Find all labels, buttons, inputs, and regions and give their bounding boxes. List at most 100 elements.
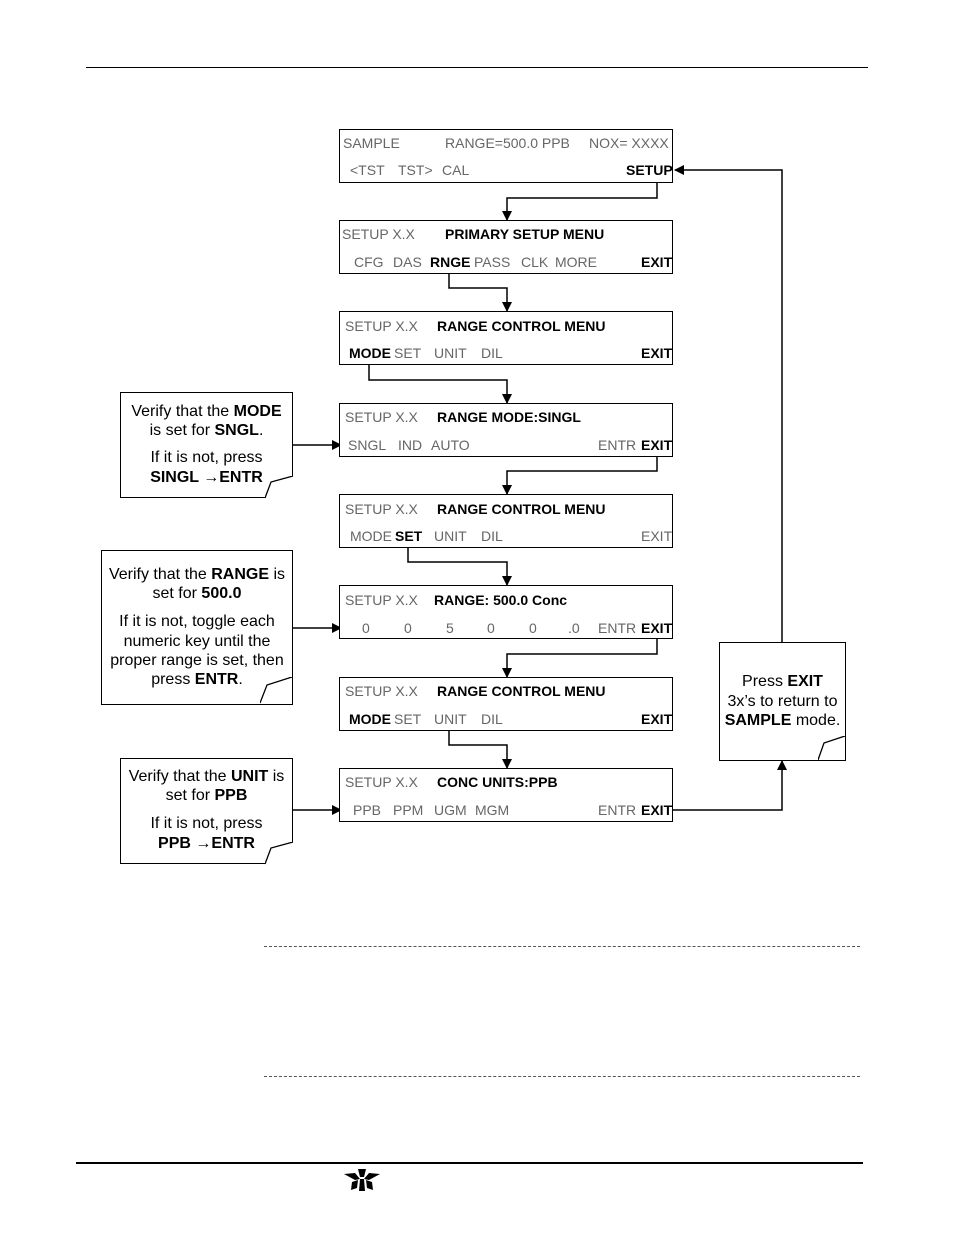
key-dil[interactable]: DIL bbox=[481, 711, 503, 727]
note-text: Press bbox=[742, 673, 788, 690]
key-das[interactable]: DAS bbox=[393, 254, 422, 270]
screen-heading: PRIMARY SETUP MENU bbox=[445, 226, 605, 242]
key-mode[interactable]: MODE bbox=[350, 528, 392, 544]
screen-title: SETUP X.X bbox=[345, 318, 418, 334]
digit-key-2[interactable]: 0 bbox=[404, 620, 412, 636]
note-text: mode. bbox=[791, 712, 841, 729]
key-exit[interactable]: EXIT bbox=[641, 620, 673, 636]
note-keyword: RANGE bbox=[211, 566, 270, 583]
note-keyword: UNIT bbox=[230, 768, 269, 785]
note-text: Verify that the bbox=[128, 768, 231, 785]
key-dil[interactable]: DIL bbox=[481, 345, 503, 361]
display-screen-range-control: SETUP X.X RANGE CONTROL MENU MODE SET UN… bbox=[339, 677, 673, 731]
display-screen-sample: SAMPLE RANGE=500.0 PPB NOX= XXXX <TST TS… bbox=[339, 129, 673, 183]
key-entr[interactable]: ENTR bbox=[598, 802, 637, 818]
display-screen-range-control: SETUP X.X RANGE CONTROL MENU MODE SET UN… bbox=[339, 311, 673, 365]
key-set[interactable]: SET bbox=[395, 528, 423, 544]
dashed-separator bbox=[264, 1076, 860, 1077]
key-exit[interactable]: EXIT bbox=[641, 711, 673, 727]
company-logo-icon bbox=[344, 1169, 380, 1191]
digit-key-1[interactable]: 0 bbox=[362, 620, 370, 636]
screen-title: SETUP X.X bbox=[345, 592, 418, 608]
note-line: set for 500.0 bbox=[102, 584, 292, 603]
key-exit[interactable]: EXIT bbox=[641, 528, 673, 544]
note-line: Verify that the UNIT is bbox=[121, 767, 292, 786]
key-auto[interactable]: AUTO bbox=[431, 437, 470, 453]
screen-heading: RANGE CONTROL MENU bbox=[437, 683, 606, 699]
display-screen-conc-units: SETUP X.X CONC UNITS:PPB PPB PPM UGM MGM… bbox=[339, 768, 673, 822]
display-screen-range-mode: SETUP X.X RANGE MODE:SINGL SNGL IND AUTO… bbox=[339, 403, 673, 457]
key-rnge[interactable]: RNGE bbox=[430, 254, 471, 270]
key-more[interactable]: MORE bbox=[555, 254, 597, 270]
key-tst-forward[interactable]: TST> bbox=[398, 162, 433, 178]
screen-nox-readout: NOX= XXXX bbox=[589, 135, 669, 151]
key-cfg[interactable]: CFG bbox=[354, 254, 384, 270]
key-ppb[interactable]: PPB bbox=[353, 802, 382, 818]
note-keyword: ENTR bbox=[194, 671, 239, 688]
page-curl-icon bbox=[265, 842, 294, 865]
display-screen-range-value: SETUP X.X RANGE: 500.0 Conc 0 0 5 0 0 .0… bbox=[339, 585, 673, 639]
key-ppm[interactable]: PPM bbox=[393, 802, 424, 818]
digit-key-3[interactable]: 5 bbox=[446, 620, 454, 636]
key-dil[interactable]: DIL bbox=[481, 528, 503, 544]
screen-heading: RANGE MODE:SINGL bbox=[437, 409, 581, 425]
key-entr[interactable]: ENTR bbox=[598, 620, 637, 636]
note-line: Verify that the MODE bbox=[121, 402, 292, 421]
key-exit[interactable]: EXIT bbox=[641, 802, 673, 818]
key-clk[interactable]: CLK bbox=[521, 254, 549, 270]
key-setup[interactable]: SETUP bbox=[626, 162, 673, 178]
key-ugm[interactable]: UGM bbox=[434, 802, 467, 818]
screen-title: SETUP X.X bbox=[345, 774, 418, 790]
note-text: is set for bbox=[149, 422, 215, 439]
screen-title: SETUP X.X bbox=[345, 409, 418, 425]
key-cal[interactable]: CAL bbox=[442, 162, 470, 178]
screen-title: SETUP X.X bbox=[342, 226, 415, 242]
page-curl-icon bbox=[265, 476, 294, 499]
key-set[interactable]: SET bbox=[394, 345, 422, 361]
key-exit[interactable]: EXIT bbox=[641, 345, 673, 361]
screen-heading: RANGE CONTROL MENU bbox=[437, 318, 606, 334]
screen-title: SAMPLE bbox=[343, 135, 400, 151]
note-line: Verify that the RANGE is bbox=[102, 565, 292, 584]
key-set[interactable]: SET bbox=[394, 711, 422, 727]
digit-key-4[interactable]: 0 bbox=[487, 620, 495, 636]
key-tst-back[interactable]: <TST bbox=[350, 162, 385, 178]
digit-key-5[interactable]: 0 bbox=[529, 620, 537, 636]
note-verify-unit: Verify that the UNIT is set for PPB If i… bbox=[120, 758, 294, 865]
screen-heading: RANGE: 500.0 Conc bbox=[434, 592, 568, 608]
key-pass[interactable]: PASS bbox=[474, 254, 511, 270]
note-line: press ENTR. bbox=[102, 670, 292, 689]
key-exit[interactable]: EXIT bbox=[641, 437, 673, 453]
key-unit[interactable]: UNIT bbox=[434, 345, 467, 361]
key-ind[interactable]: IND bbox=[398, 437, 423, 453]
key-mgm[interactable]: MGM bbox=[475, 802, 510, 818]
note-line: SINGL →ENTR bbox=[150, 469, 263, 486]
key-exit[interactable]: EXIT bbox=[641, 254, 673, 270]
note-keyword: PPB bbox=[214, 787, 248, 804]
note-line: proper range is set, then bbox=[110, 652, 284, 669]
note-text: press bbox=[151, 671, 195, 688]
key-sngl[interactable]: SNGL bbox=[348, 437, 387, 453]
display-screen-primary-setup: SETUP X.X PRIMARY SETUP MENU CFG DAS RNG… bbox=[339, 220, 673, 274]
key-entr[interactable]: ENTR bbox=[598, 437, 637, 453]
note-line: numeric key until the bbox=[123, 633, 271, 650]
note-text: set for bbox=[165, 787, 215, 804]
header-rule bbox=[86, 67, 868, 68]
note-keyword: MODE bbox=[233, 403, 282, 420]
note-text: Verify that the bbox=[131, 403, 234, 420]
note-keyword: 500.0 bbox=[201, 585, 242, 602]
dashed-separator bbox=[264, 946, 860, 947]
note-press-exit: Press EXIT 3x’s to return to SAMPLE mode… bbox=[719, 642, 846, 761]
digit-key-6[interactable]: .0 bbox=[568, 620, 580, 636]
page-curl-icon bbox=[260, 677, 293, 704]
key-unit[interactable]: UNIT bbox=[434, 528, 467, 544]
note-line: 3x’s to return to bbox=[727, 693, 838, 710]
note-line: set for PPB bbox=[121, 786, 292, 805]
note-text: set for bbox=[152, 585, 202, 602]
key-unit[interactable]: UNIT bbox=[434, 711, 467, 727]
key-mode[interactable]: MODE bbox=[349, 711, 391, 727]
key-mode[interactable]: MODE bbox=[349, 345, 391, 361]
screen-heading: CONC UNITS:PPB bbox=[437, 774, 558, 790]
note-line: SAMPLE mode. bbox=[720, 711, 845, 730]
